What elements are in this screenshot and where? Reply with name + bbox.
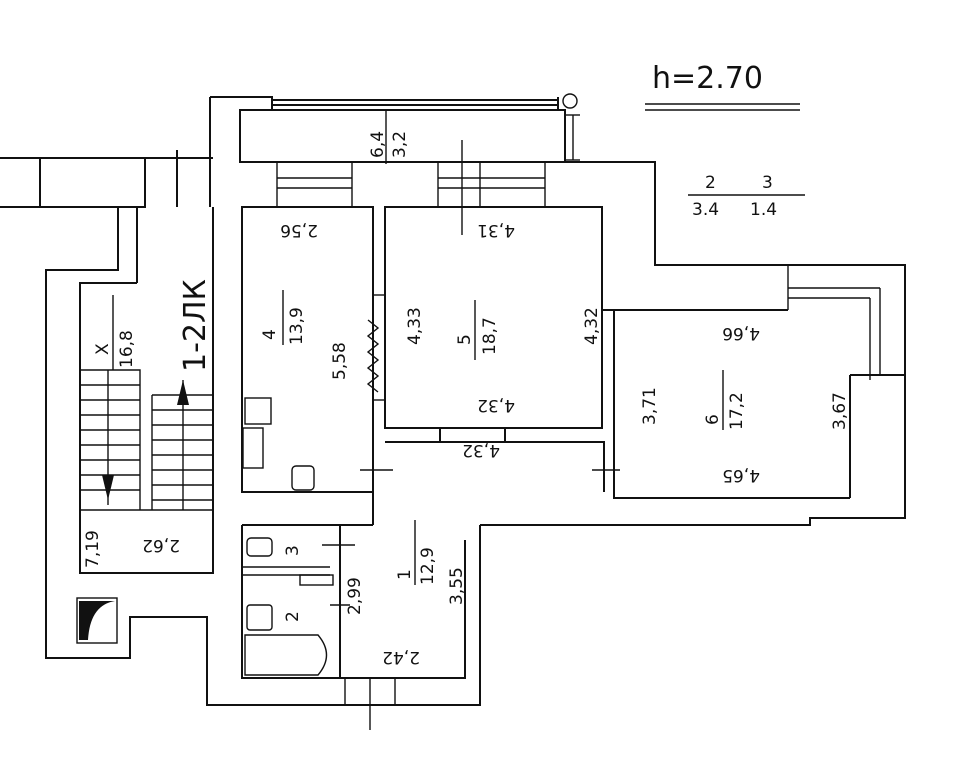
- stair-area: 16,8: [117, 330, 137, 368]
- room6-bottom-dim: 4,65: [722, 465, 760, 485]
- stove-icon: [244, 397, 272, 425]
- room-bathroom: 2: [244, 604, 328, 676]
- balcony: 6,4 3,2: [209, 93, 580, 207]
- room6-area: 17,2: [727, 392, 747, 430]
- windows: [276, 140, 881, 380]
- toilet-number: 3: [283, 545, 303, 556]
- kitchen-number: 4: [260, 329, 280, 340]
- bathtub-icon: [244, 634, 328, 676]
- room-toilet: 3: [241, 524, 373, 679]
- ceiling-height: h=2.70: [652, 61, 763, 96]
- kitchen-area: 13,9: [287, 307, 307, 345]
- room5-top-dim: 4,31: [477, 220, 515, 240]
- hall-number: 1: [395, 569, 415, 580]
- room5-right-dim: 4,32: [582, 307, 602, 345]
- outer-wall: [480, 161, 906, 526]
- chute-icon: [76, 597, 118, 644]
- corridor-dim: 4,32: [462, 440, 500, 460]
- room5-number: 5: [455, 334, 475, 345]
- room6-left-dim: 3,71: [640, 387, 660, 425]
- balcony-area: 6,4: [368, 131, 388, 158]
- stair-code: 1-2ЛК: [178, 279, 213, 372]
- table-icon: [291, 465, 315, 491]
- room5-bottom-dim: 4,32: [477, 395, 515, 415]
- hall-area: 12,9: [418, 547, 438, 585]
- stairwell: X 16,8 1-2ЛК 7,19 2,62: [0, 150, 481, 706]
- room6-right-dim: 3,67: [830, 392, 850, 430]
- room-5: 4,31 4,33 5 18,7 4,32 4,32: [373, 206, 603, 429]
- stair-dim-v: 7,19: [83, 530, 103, 568]
- room5-left-dim: 4,33: [405, 307, 425, 345]
- bathroom-number: 2: [283, 611, 303, 622]
- stair-dim-h: 2,62: [142, 535, 180, 555]
- hall-bottom-dim: 2,42: [382, 647, 420, 667]
- kitchen-side-dim: 5,58: [330, 342, 350, 380]
- corridor: 4,32: [360, 428, 620, 525]
- kitchen-top-dim: 2,56: [280, 220, 318, 240]
- room-6: 4,66 3,71 6 17,2 3,67 4,65: [602, 309, 850, 499]
- room6-top-dim: 4,66: [722, 323, 760, 343]
- toilet-icon: [246, 537, 273, 557]
- radiator-icon: [366, 319, 380, 393]
- legend-area: 1.4: [750, 200, 777, 220]
- legend: 2 3.4 3 1.4: [688, 173, 805, 220]
- stair-label: X: [93, 343, 113, 355]
- arrow-down-icon: [102, 475, 114, 500]
- washbasin-icon: [246, 604, 273, 631]
- hall-dim-side: 2,99: [345, 577, 365, 615]
- hall-dim-v: 3,55: [447, 567, 467, 605]
- heater-icon: [299, 574, 334, 586]
- room6-number: 6: [703, 414, 723, 425]
- sink-icon: [242, 427, 264, 469]
- balcony-dim: 3,2: [390, 131, 410, 158]
- arrow-up-icon: [177, 380, 189, 405]
- legend-number: 2: [705, 173, 716, 193]
- room-hall: 1 12,9 3,55 2,99 2,42: [322, 520, 481, 730]
- room-kitchen: 2,56 4 13,9 5,58: [241, 206, 380, 493]
- legend-area: 3.4: [692, 200, 719, 220]
- legend-number: 3: [762, 173, 773, 193]
- room5-area: 18,7: [480, 317, 500, 355]
